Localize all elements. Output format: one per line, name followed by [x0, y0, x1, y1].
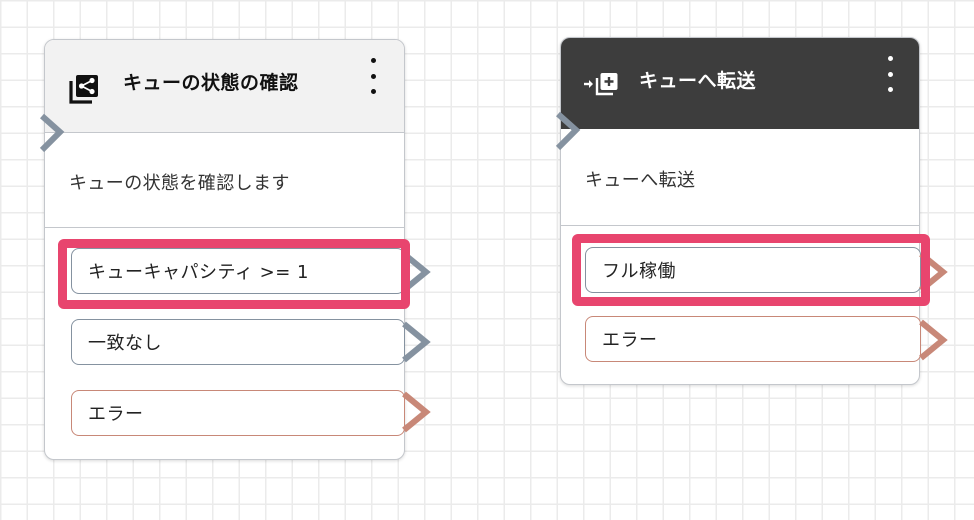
block-description: キューへ転送: [585, 170, 696, 191]
branch-queue-capacity[interactable]: キューキャパシティ >= 1: [71, 248, 405, 294]
branch-error[interactable]: エラー: [71, 390, 405, 436]
branch-at-capacity[interactable]: フル稼働: [585, 247, 921, 293]
block-header[interactable]: キューの状態の確認: [45, 40, 404, 133]
output-connector-error[interactable]: [398, 390, 438, 436]
output-connector-queue-capacity[interactable]: [398, 250, 438, 296]
transfer-to-queue-block[interactable]: キューへ転送 キューへ転送 フル稼働 エラー: [560, 37, 921, 385]
block-header[interactable]: キューへ転送: [561, 38, 919, 129]
branch-decision-icon: [67, 72, 101, 106]
block-title: キューの状態の確認: [123, 72, 299, 94]
branch-label: キューキャパシティ >= 1: [88, 262, 309, 283]
input-connector[interactable]: [552, 110, 592, 154]
divider: [561, 225, 919, 226]
highlight-box: [58, 239, 410, 309]
branch-label: エラー: [602, 330, 658, 351]
transfer-queue-icon: [583, 70, 619, 98]
branch-error[interactable]: エラー: [585, 316, 921, 362]
block-title: キューへ転送: [639, 70, 757, 92]
branch-label: フル稼働: [602, 261, 676, 282]
highlight-box: [572, 234, 930, 306]
block-description: キューの状態を確認します: [69, 173, 290, 194]
output-connector-no-match[interactable]: [398, 320, 438, 366]
branch-no-match[interactable]: 一致なし: [71, 319, 405, 365]
branch-label: 一致なし: [88, 333, 162, 354]
branch-label: エラー: [88, 404, 144, 425]
more-options-icon[interactable]: [368, 58, 378, 94]
divider: [45, 227, 404, 228]
output-connector-error[interactable]: [915, 318, 955, 364]
more-options-icon[interactable]: [885, 56, 895, 92]
check-queue-status-block[interactable]: キューの状態の確認 キューの状態を確認します キューキャパシティ >= 1 一致…: [44, 39, 405, 460]
input-connector[interactable]: [36, 112, 76, 156]
